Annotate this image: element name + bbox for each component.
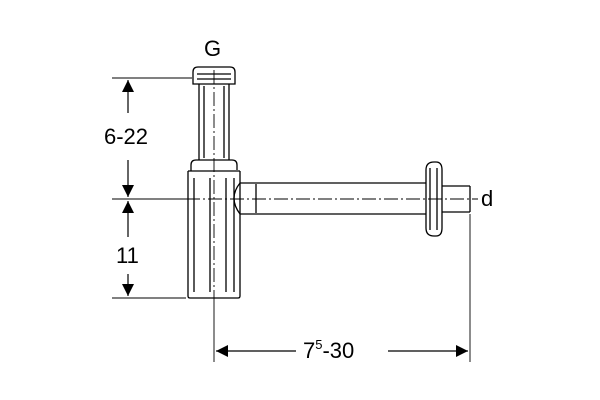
inlet-tube — [198, 84, 230, 160]
lower-height-label: 11 — [116, 243, 139, 268]
outlet-label: d — [481, 186, 494, 211]
projection-rest: -30 — [322, 338, 355, 363]
upper-height-label: 6-22 — [104, 124, 149, 149]
projection-base: 7 — [303, 338, 316, 363]
projection-label: 75-30 — [303, 337, 355, 363]
inlet-label: G — [204, 36, 222, 61]
outlet-stub — [442, 185, 471, 213]
outlet-pipe — [233, 182, 426, 215]
projection-superscript: 5 — [315, 337, 323, 352]
